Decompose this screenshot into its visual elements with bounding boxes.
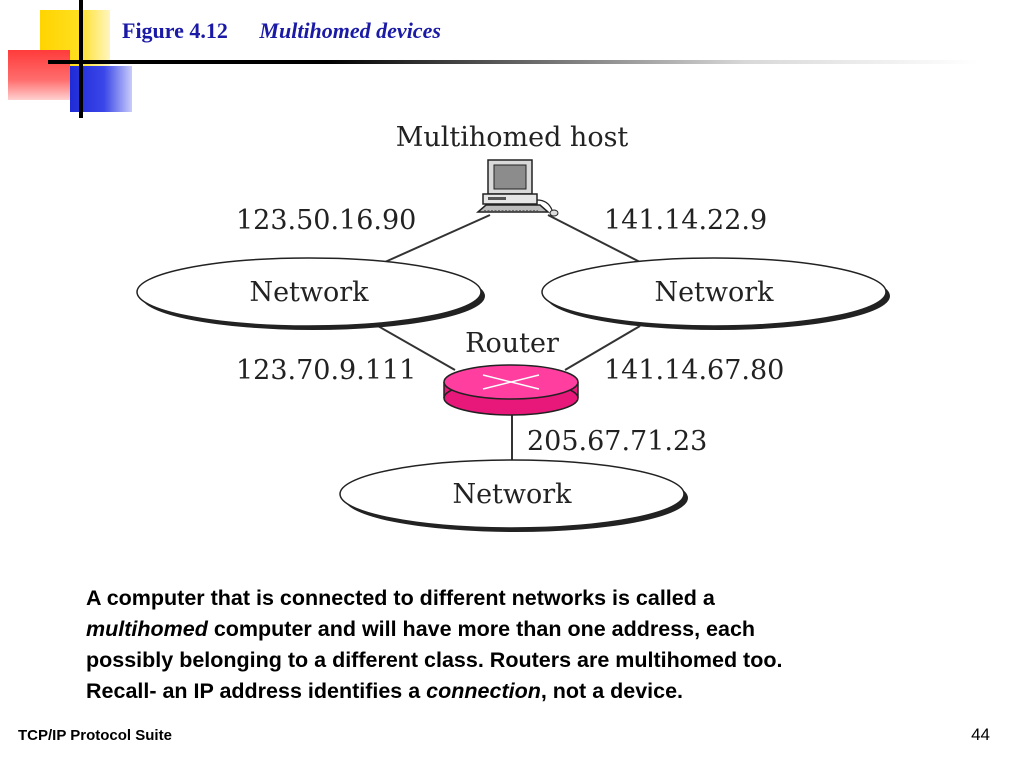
diagram-links — [377, 214, 641, 462]
host-label: Multihomed host — [396, 122, 629, 153]
link-router-network-right — [564, 325, 641, 371]
slide-title: Figure 4.12 Multihomed devices — [122, 18, 441, 44]
body-line-1: A computer that is connected to differen… — [86, 583, 986, 614]
figure-caption: Multihomed devices — [259, 18, 441, 43]
body-line-2: multihomed computer and will have more t… — [86, 614, 986, 645]
footer-suite-name: TCP/IP Protocol Suite — [18, 727, 172, 744]
page-number: 44 — [971, 725, 990, 744]
link-host-network-right — [547, 214, 641, 263]
title-underline — [48, 60, 978, 64]
address-host-right: 141.14.22.9 — [604, 205, 767, 236]
body-line-2-text: computer and will have more than one add… — [207, 617, 756, 641]
body-line-1-text: A computer that is connected to differen… — [86, 586, 715, 610]
body-line-3: possibly belonging to a different class.… — [86, 645, 986, 676]
network-bottom-label: Network — [452, 479, 572, 510]
term-connection: connection — [426, 679, 541, 703]
figure-label: Figure 4.12 — [122, 18, 228, 43]
router-label: Router — [465, 328, 559, 359]
network-left: Network — [136, 257, 485, 330]
router-icon — [443, 364, 579, 416]
network-left-label: Network — [249, 277, 369, 308]
body-line-3-text: possibly belonging to a different class.… — [86, 648, 783, 672]
computer-icon — [476, 159, 559, 217]
address-router-left: 123.70.9.111 — [236, 355, 416, 386]
link-router-network-left — [377, 325, 456, 371]
body-line-4-end: , not a device. — [540, 679, 684, 703]
address-router-bottom: 205.67.71.23 — [527, 426, 707, 457]
term-multihomed: multihomed — [86, 617, 208, 641]
body-line-4: Recall- an IP address identifies a conne… — [86, 676, 986, 707]
network-right-label: Network — [654, 277, 774, 308]
network-right: Network — [541, 257, 890, 330]
network-bottom: Network — [339, 459, 688, 532]
body-paragraph: A computer that is connected to differen… — [86, 583, 986, 707]
body-line-4-start: Recall- an IP address identifies a — [86, 679, 427, 703]
decor-red-square — [8, 50, 70, 100]
link-host-network-left — [384, 214, 491, 263]
address-router-right: 141.14.67.80 — [604, 355, 784, 386]
address-host-left: 123.50.16.90 — [236, 205, 416, 236]
decor-vertical-line — [79, 0, 83, 118]
